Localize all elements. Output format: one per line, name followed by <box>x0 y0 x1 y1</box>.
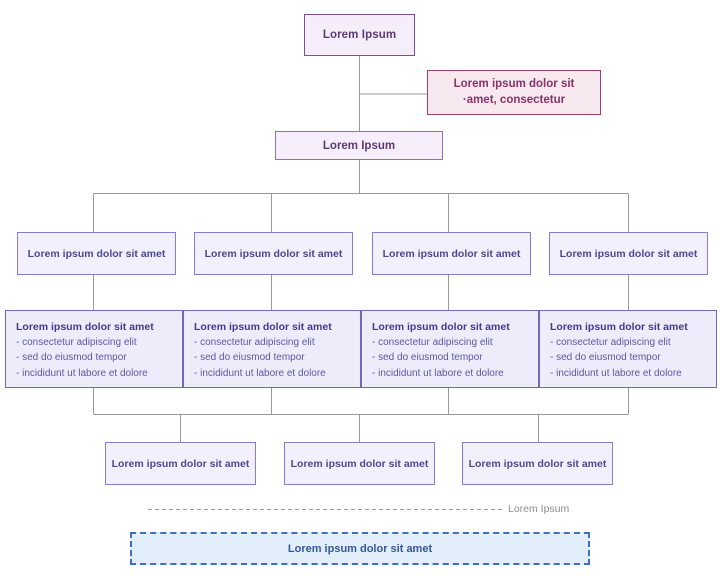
second-level-node[interactable]: Lorem Ipsum <box>275 131 443 160</box>
detail-node-4-item-1: - consectetur adipiscing elit <box>550 337 671 349</box>
outcome-node-1-label: Lorem ipsum dolor sit amet <box>111 457 250 470</box>
branch-node-4[interactable]: Lorem ipsum dolor sit amet <box>549 232 708 275</box>
root-node[interactable]: Lorem Ipsum <box>304 14 415 56</box>
detail-node-1-item-1: - consectetur adipiscing elit <box>16 337 137 349</box>
detail-node-4-title: Lorem ipsum dolor sit amet <box>550 321 688 333</box>
detail-node-1-title: Lorem ipsum dolor sit amet <box>16 321 154 333</box>
detail-node-1-item-3: - incididunt ut labore et dolore <box>16 367 148 379</box>
detail-node-3-item-2: - sed do eiusmod tempor <box>372 352 483 364</box>
detail-node-3-title: Lorem ipsum dolor sit amet <box>372 321 510 333</box>
branch-node-4-label: Lorem ipsum dolor sit amet <box>559 247 698 260</box>
detail-node-4-item-3: - incididunt ut labore et dolore <box>550 367 682 379</box>
outcome-node-2[interactable]: Lorem ipsum dolor sit amet <box>284 442 435 485</box>
branch-node-2[interactable]: Lorem ipsum dolor sit amet <box>194 232 353 275</box>
detail-node-4[interactable]: Lorem ipsum dolor sit amet - consectetur… <box>539 310 717 388</box>
outcome-node-1[interactable]: Lorem ipsum dolor sit amet <box>105 442 256 485</box>
branch-node-3-label: Lorem ipsum dolor sit amet <box>382 247 521 260</box>
detail-node-1[interactable]: Lorem ipsum dolor sit amet - consectetur… <box>5 310 183 388</box>
detail-node-3-item-1: - consectetur adipiscing elit <box>372 337 493 349</box>
detail-node-2-title: Lorem ipsum dolor sit amet <box>194 321 332 333</box>
branch-node-1[interactable]: Lorem ipsum dolor sit amet <box>17 232 176 275</box>
side-note-line-1: Lorem ipsum dolor sit <box>453 77 575 90</box>
outcome-node-3-label: Lorem ipsum dolor sit amet <box>468 457 607 470</box>
detail-node-2-item-3: - incididunt ut labore et dolore <box>194 367 326 379</box>
detail-node-1-item-2: - sed do eiusmod tempor <box>16 352 127 364</box>
detail-node-3[interactable]: Lorem ipsum dolor sit amet - consectetur… <box>361 310 539 388</box>
detail-node-2[interactable]: Lorem ipsum dolor sit amet - consectetur… <box>183 310 361 388</box>
detail-node-2-item-1: - consectetur adipiscing elit <box>194 337 315 349</box>
branch-node-2-label: Lorem ipsum dolor sit amet <box>204 247 343 260</box>
detail-node-3-item-3: - incididunt ut labore et dolore <box>372 367 504 379</box>
footer-node-label: Lorem ipsum dolor sit amet <box>287 542 433 555</box>
footer-node[interactable]: Lorem ipsum dolor sit amet <box>130 532 590 565</box>
root-node-label: Lorem Ipsum <box>322 29 397 41</box>
outcome-node-3[interactable]: Lorem ipsum dolor sit amet <box>462 442 613 485</box>
detail-node-4-item-2: - sed do eiusmod tempor <box>550 352 661 364</box>
second-level-label: Lorem Ipsum <box>322 139 396 152</box>
branch-node-1-label: Lorem ipsum dolor sit amet <box>27 247 166 260</box>
separator-label: Lorem Ipsum <box>508 503 570 515</box>
detail-node-2-item-2: - sed do eiusmod tempor <box>194 352 305 364</box>
outcome-node-2-label: Lorem ipsum dolor sit amet <box>290 457 429 470</box>
branch-node-3[interactable]: Lorem ipsum dolor sit amet <box>372 232 531 275</box>
side-note-line-2: ·amet, consectetur <box>462 93 566 106</box>
side-note-node[interactable]: Lorem ipsum dolor sit ·amet, consectetur <box>427 70 601 115</box>
